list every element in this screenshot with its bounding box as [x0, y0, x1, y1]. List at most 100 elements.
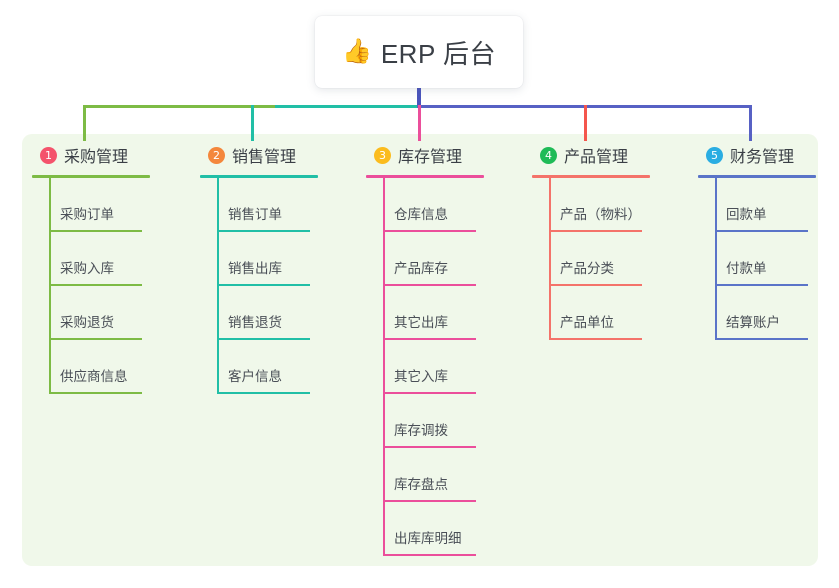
list-item-underline [549, 230, 642, 232]
column-underline [366, 175, 484, 178]
column-sales: 2 销售管理销售订单销售出库销售退货客户信息 [200, 142, 368, 394]
column-header-inventory[interactable]: 3 库存管理 [366, 142, 534, 168]
column-purchasing: 1 采购管理采购订单采购入库采购退货供应商信息 [32, 142, 200, 394]
list-item-label: 付款单 [726, 261, 767, 276]
list-item-label: 采购退货 [60, 315, 114, 330]
column-finance: 5 财务管理回款单付款单结算账户 [698, 142, 839, 340]
column-items-inventory: 仓库信息产品库存其它出库其它入库库存调拨库存盘点出库库明细 [366, 178, 534, 556]
list-item[interactable]: 产品（物料） [532, 178, 700, 232]
column-number-badge: 4 [540, 146, 557, 164]
list-item[interactable]: 销售订单 [200, 178, 368, 232]
column-number-badge: 5 [706, 146, 723, 164]
connector-bus-segment-left [83, 105, 275, 108]
list-item-label: 产品单位 [560, 315, 614, 330]
list-item-underline [383, 338, 476, 340]
root-node-title: ERP 后台 [380, 38, 497, 69]
root-node-card[interactable]: 👍 ERP 后台 [315, 16, 523, 88]
column-header-product[interactable]: 4 产品管理 [532, 142, 700, 168]
column-items-sales: 销售订单销售出库销售退货客户信息 [200, 178, 368, 394]
connector-drop-sales [251, 105, 254, 141]
connector-drop-finance [749, 105, 752, 141]
list-item[interactable]: 供应商信息 [32, 340, 200, 394]
connector-drop-inventory [418, 105, 421, 141]
list-item-underline [217, 230, 310, 232]
list-item[interactable]: 采购退货 [32, 286, 200, 340]
column-title: 销售管理 [232, 149, 297, 166]
list-item[interactable]: 产品库存 [366, 232, 534, 286]
column-spine [49, 178, 51, 394]
list-item-label: 其它出库 [394, 315, 448, 330]
column-product: 4 产品管理产品（物料） 产品分类产品单位 [532, 142, 700, 340]
column-inventory: 3 库存管理仓库信息产品库存其它出库其它入库库存调拨库存盘点出库库明细 [366, 142, 534, 556]
diagram-panel [22, 134, 818, 566]
list-item-underline [217, 392, 310, 394]
list-item[interactable]: 产品分类 [532, 232, 700, 286]
list-item-label: 销售订单 [228, 207, 282, 222]
list-item-underline [217, 284, 310, 286]
column-items-finance: 回款单付款单结算账户 [698, 178, 839, 340]
column-number-badge: 2 [208, 146, 225, 164]
list-item-underline [549, 338, 642, 340]
list-item-underline [217, 338, 310, 340]
list-item-underline [715, 338, 808, 340]
list-item[interactable]: 付款单 [698, 232, 839, 286]
list-item[interactable]: 库存调拨 [366, 394, 534, 448]
column-items-product: 产品（物料） 产品分类产品单位 [532, 178, 700, 340]
list-item-underline [383, 446, 476, 448]
list-item-label: 销售退货 [228, 315, 282, 330]
list-item-underline [383, 500, 476, 502]
list-item-underline [49, 392, 142, 394]
column-underline [532, 175, 650, 178]
column-items-purchasing: 采购订单采购入库采购退货供应商信息 [32, 178, 200, 394]
list-item-label: 产品（物料） [560, 207, 641, 222]
list-item[interactable]: 采购订单 [32, 178, 200, 232]
list-item-underline [383, 284, 476, 286]
column-header-sales[interactable]: 2 销售管理 [200, 142, 368, 168]
list-item[interactable]: 客户信息 [200, 340, 368, 394]
column-title: 财务管理 [730, 149, 795, 166]
column-underline [698, 175, 816, 178]
list-item-label: 采购订单 [60, 207, 114, 222]
connector-drop-purchasing [83, 105, 86, 141]
list-item-label: 销售出库 [228, 261, 282, 276]
column-title: 产品管理 [564, 149, 629, 166]
column-spine [217, 178, 219, 394]
list-item[interactable]: 其它入库 [366, 340, 534, 394]
list-item-label: 回款单 [726, 207, 767, 222]
list-item[interactable]: 其它出库 [366, 286, 534, 340]
column-title: 采购管理 [64, 149, 129, 166]
list-item-label: 出库库明细 [394, 531, 462, 546]
list-item[interactable]: 结算账户 [698, 286, 839, 340]
list-item-underline [49, 230, 142, 232]
thumbs-up-icon: 👍 [341, 38, 372, 65]
connector-root-stem [417, 86, 421, 107]
list-item[interactable]: 出库库明细 [366, 502, 534, 556]
list-item-label: 客户信息 [228, 369, 282, 384]
column-number-badge: 3 [374, 146, 391, 164]
list-item-label: 其它入库 [394, 369, 448, 384]
column-title: 库存管理 [398, 149, 463, 166]
list-item-label: 仓库信息 [394, 207, 448, 222]
connector-drop-product [584, 105, 587, 141]
list-item[interactable]: 产品单位 [532, 286, 700, 340]
list-item[interactable]: 库存盘点 [366, 448, 534, 502]
list-item[interactable]: 仓库信息 [366, 178, 534, 232]
list-item-label: 库存调拨 [394, 423, 448, 438]
list-item[interactable]: 采购入库 [32, 232, 200, 286]
list-item[interactable]: 销售出库 [200, 232, 368, 286]
column-header-purchasing[interactable]: 1 采购管理 [32, 142, 200, 168]
list-item-underline [383, 230, 476, 232]
column-header-finance[interactable]: 5 财务管理 [698, 142, 839, 168]
column-spine [715, 178, 717, 340]
list-item-underline [383, 554, 476, 556]
list-item-label: 产品库存 [394, 261, 448, 276]
list-item[interactable]: 销售退货 [200, 286, 368, 340]
list-item-underline [715, 284, 808, 286]
list-item[interactable]: 回款单 [698, 178, 839, 232]
column-spine [549, 178, 551, 340]
column-number-badge: 1 [40, 146, 57, 164]
list-item-label: 库存盘点 [394, 477, 448, 492]
list-item-underline [383, 392, 476, 394]
list-item-underline [49, 338, 142, 340]
list-item-underline [549, 284, 642, 286]
